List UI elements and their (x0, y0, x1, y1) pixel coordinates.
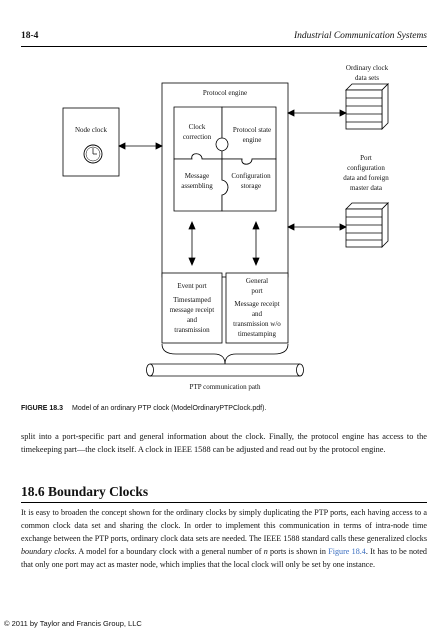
running-title: Industrial Communication Systems (294, 31, 427, 41)
node-clock: Node clock (62, 107, 120, 177)
general-port-label-2: port (251, 287, 262, 295)
port-config-label-3: data and foreign (343, 174, 389, 182)
protocol-engine: Protocol engine Clock correction Protoco… (161, 82, 289, 278)
ordinary-clock-data-sets: Ordinary clock data sets (345, 64, 389, 130)
port-config-label-2: configuration (347, 164, 385, 172)
general-port-desc-4: timestamping (238, 330, 277, 338)
section-title: 18.6 Boundary Clocks (21, 484, 149, 499)
protocol-engine-label: Protocol engine (203, 89, 247, 97)
copyright-footer: © 2011 by Taylor and Francis Group, LLC (4, 619, 142, 628)
section-text-2: . A model for a boundary clock with a ge… (74, 546, 264, 556)
general-port-desc-3: transmission w/o (233, 320, 281, 328)
ports-brace (161, 343, 289, 365)
port-config-label-4: master data (350, 184, 383, 192)
message-assembling-label-1: Message (185, 172, 210, 180)
ptp-communication-path: PTP communication path (146, 363, 304, 391)
page-number: 18-4 (21, 31, 39, 41)
figure-caption: FIGURE 18.3 Model of an ordinary PTP cloc… (21, 405, 427, 412)
clock-correction-label-2: correction (183, 133, 212, 141)
general-port-desc-1: Message receipt (234, 300, 279, 308)
general-port-label-1: General (246, 277, 268, 285)
event-port-desc-3: and (187, 316, 198, 324)
message-assembling-label-2: assembling (181, 182, 213, 190)
event-port-desc-1: Timestamped (173, 296, 211, 304)
boundary-clocks-term: boundary clocks (21, 546, 75, 556)
event-port: Event port Timestamped message receipt a… (161, 272, 223, 344)
ordinary-clock-label-1: Ordinary clock (346, 64, 389, 72)
figure-caption-text: Model of an ordinary PTP clock (ModelOrd… (72, 405, 267, 412)
ordinary-clock-label-2: data sets (355, 74, 379, 82)
event-port-desc-2: message receipt (170, 306, 215, 314)
general-port-desc-2: and (252, 310, 263, 318)
body-paragraph: split into a port-specific part and gene… (21, 432, 427, 454)
figure-18-4-link[interactable]: Figure 18.4 (328, 546, 366, 556)
n-variable: n (263, 546, 268, 556)
port-configuration-data: Port configuration data and foreign mast… (343, 154, 389, 248)
section-text-4: . It has to be noted that only one port … (21, 546, 427, 569)
general-port: General port Message receipt and transmi… (225, 272, 289, 344)
port-config-label-1: Port (360, 154, 372, 162)
event-port-desc-4: transmission (174, 326, 210, 334)
protocol-state-label-1: Protocol state (233, 126, 271, 134)
header-rule (21, 46, 427, 47)
section-rule (21, 502, 427, 503)
figure-caption-label: FIGURE 18.3 (21, 405, 64, 412)
section-paragraph: It is easy to broaden the concept shown … (21, 507, 427, 572)
section-text-1: It is easy to broaden the concept shown … (21, 508, 427, 543)
event-port-label: Event port (177, 282, 206, 290)
protocol-state-label-2: engine (243, 136, 262, 144)
ptp-path-label: PTP communication path (190, 383, 261, 391)
configuration-storage-label-1: Configuration (231, 172, 271, 180)
connection-lines (118, 109, 347, 267)
configuration-storage-label-2: storage (241, 182, 261, 190)
section-text-3: ports is shown in (267, 546, 329, 556)
clock-correction-label-1: Clock (189, 123, 206, 131)
node-clock-label: Node clock (75, 126, 108, 134)
ptp-clock-diagram: Ordinary clock data sets Node clock Prot… (62, 64, 389, 391)
